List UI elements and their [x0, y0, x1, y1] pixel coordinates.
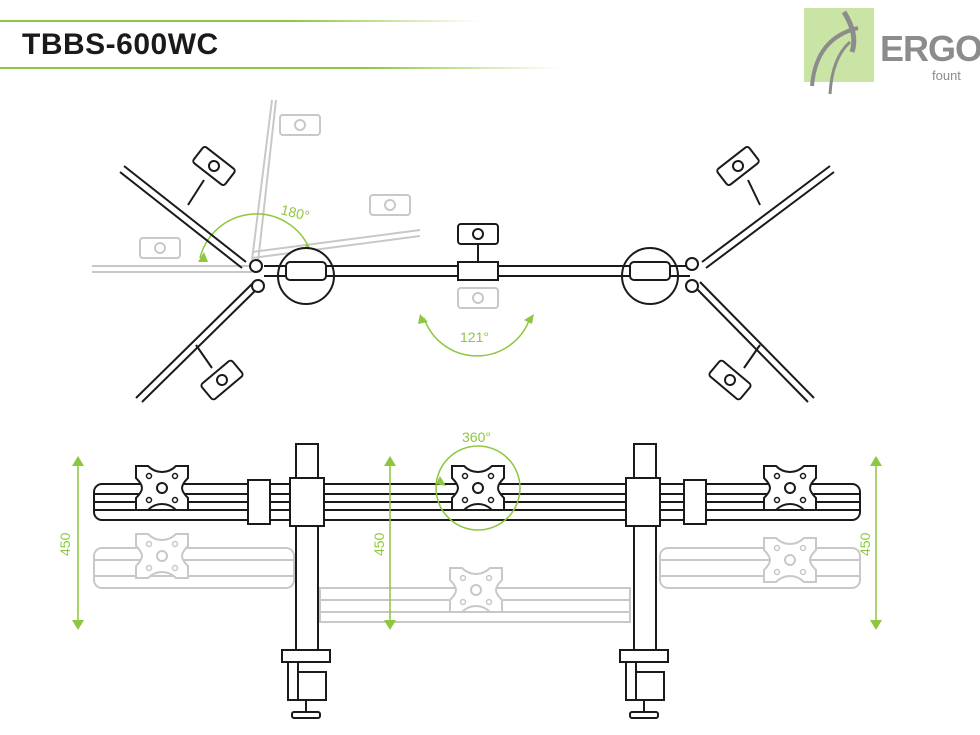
brand-logo: ERGO fount [804, 8, 980, 95]
product-title: TBBS-600WC [22, 28, 219, 61]
desk-clamps [281, 649, 669, 719]
height-arrowheads [72, 456, 882, 630]
left-arms-top [119, 144, 265, 403]
tilt-label-121: 121° [460, 329, 489, 345]
ghost-arms-top [92, 99, 499, 309]
height-label-right: 450 [857, 532, 873, 556]
rotate-circle-360 [435, 445, 521, 531]
rotate-arrow [436, 476, 446, 486]
main-beam-top [264, 223, 690, 305]
logo-brand-text: ERGO [880, 28, 980, 69]
ghost-bar-lowered [93, 533, 861, 623]
height-label-left: 450 [57, 532, 73, 556]
logo-leaf-icon [804, 8, 874, 95]
tilt-arc-121 [418, 314, 534, 357]
right-arms-top [685, 144, 835, 403]
height-dimension-arrows [77, 462, 877, 624]
rotation-label-180: 180° [279, 201, 311, 224]
logo-sub-text: fount [932, 68, 961, 83]
header-rule-top [0, 20, 480, 22]
front-view: 360° 450 450 [57, 429, 882, 719]
top-view: 180° 121° [92, 99, 835, 403]
header-rule-bottom [0, 67, 560, 69]
rotate-label-360: 360° [462, 429, 491, 445]
height-label-center: 450 [371, 532, 387, 556]
